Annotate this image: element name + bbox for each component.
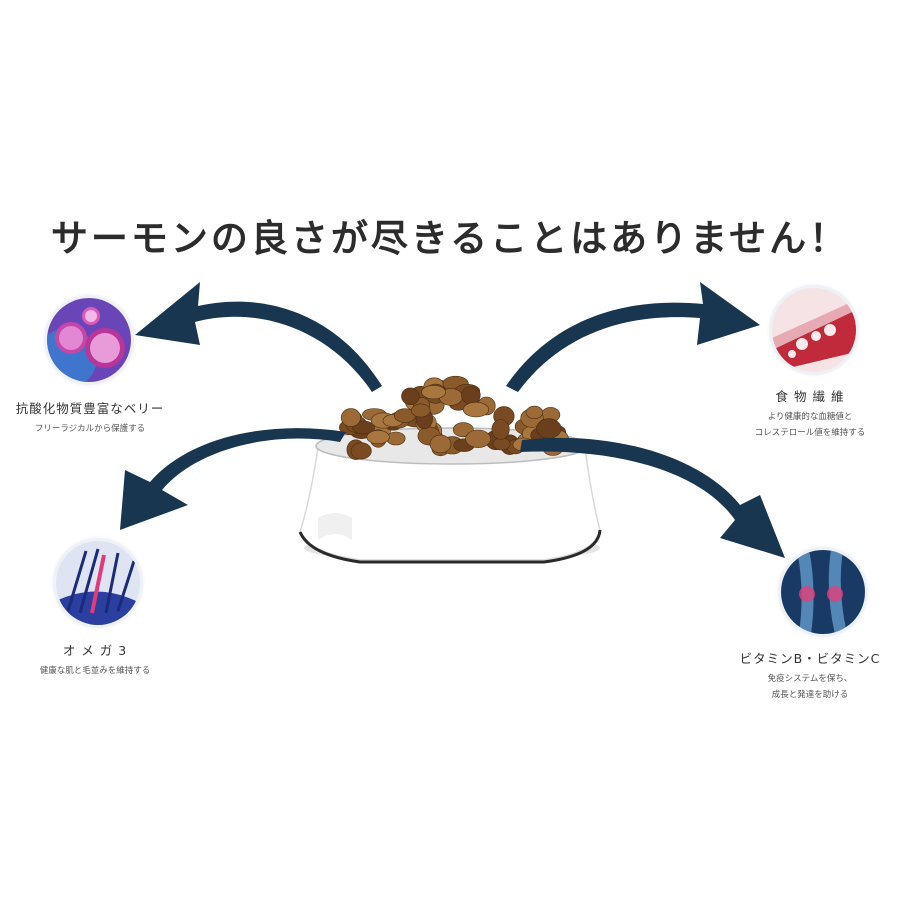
feature-vitamins: ビタミンB・ビタミンC 免疫システムを保ち、 成長と発達を助ける: [720, 648, 900, 703]
arrow-lower-left: [120, 428, 346, 530]
kibble-piece: [352, 420, 376, 435]
feature-desc: フリーラジカルから保護する: [34, 424, 146, 434]
feature-title: ビタミンB・ビタミンC: [739, 651, 881, 666]
dietary-fiber-blood-vessel-icon: [772, 288, 856, 372]
feature-dietary-fiber: 食 物 繊 維 より健康的な血糖値と コレステロール値を維持する: [720, 386, 900, 441]
kibble-piece: [491, 419, 510, 440]
food-bowl: [298, 427, 602, 564]
omega3-hair-follicle-icon: [56, 541, 140, 625]
feature-omega3: オ メ ガ 3 健康な肌と毛並みを維持する: [0, 640, 190, 679]
feature-desc-line-1: 免疫システムを保ち、: [767, 674, 853, 684]
kibble-piece: [536, 418, 562, 439]
kibble-piece: [492, 437, 511, 451]
kibble-piece: [350, 442, 372, 460]
kibble-piece: [366, 430, 390, 445]
arrow-upper-right: [506, 282, 760, 392]
kibble-piece: [525, 405, 544, 420]
feature-desc-line-1: より健康的な血糖値と: [767, 412, 853, 422]
kibble-piece: [401, 387, 420, 405]
antioxidant-berry-cells-icon: [47, 298, 131, 382]
kibble-piece: [461, 386, 481, 405]
kibble-piece: [465, 429, 492, 448]
kibble-piece: [462, 402, 490, 418]
arrow-lower-right: [520, 437, 785, 558]
feature-title: 抗酸化物質豊富なベリー: [15, 401, 165, 416]
feature-desc-line-2: コレステロール値を維持する: [754, 428, 866, 438]
feature-title: オ メ ガ 3: [62, 643, 128, 658]
feature-title: 食 物 繊 維: [775, 389, 845, 404]
kibble-piece: [411, 403, 431, 418]
feature-desc-line-2: 成長と発達を助ける: [771, 690, 849, 700]
vitamin-b-c-joints-icon: [781, 550, 865, 634]
feature-desc: 健康な肌と毛並みを維持する: [39, 666, 151, 676]
arrow-upper-left: [135, 282, 382, 392]
kibble-piece: [429, 434, 452, 454]
headline: サーモンの良さが尽きることはありません！: [50, 217, 850, 260]
feature-antioxidants: 抗酸化物質豊富なベリー フリーラジカルから保護する: [0, 398, 180, 437]
kibble-piece: [421, 385, 446, 400]
kibble-piece: [340, 408, 361, 427]
